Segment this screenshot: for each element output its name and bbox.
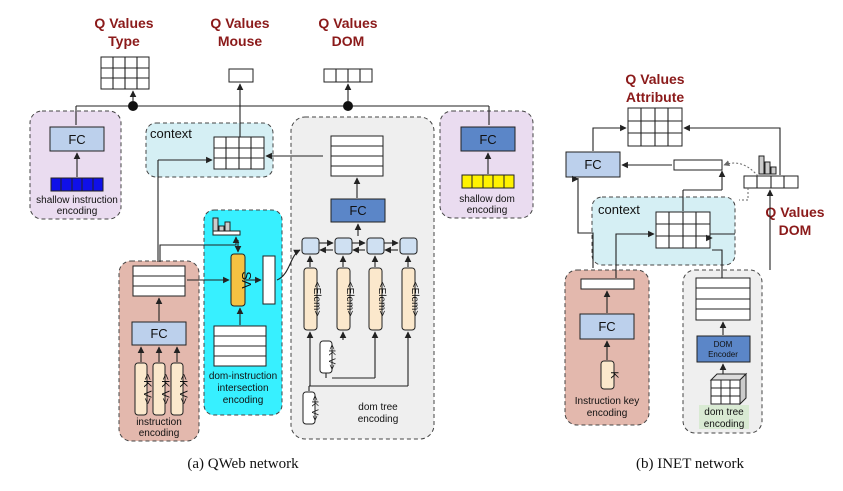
inet-k-label: K: [608, 371, 620, 379]
shallow-dom-label-line2: encoding: [467, 205, 508, 216]
inet-fc-label: FC: [584, 157, 601, 172]
dom-fc-label: FC: [349, 203, 366, 218]
inet-dom-encoder-label-line1: DOM: [714, 340, 733, 349]
inet-dom-encoder-label-line2: Encoder: [708, 350, 738, 359]
inet-instruction-output: [580, 278, 635, 290]
shallow-instruction-label-line1: shallow instruction: [36, 195, 118, 206]
shallow-instruction-fc-label: FC: [68, 132, 85, 147]
q-values-mouse-title-line1: Q Values: [210, 15, 269, 31]
q-values-dom-title-line1: Q Values: [318, 15, 377, 31]
instruction-token-2: <K V>: [159, 374, 171, 405]
shallow-instruction-fc: [49, 126, 105, 152]
instruction-token-1: <K V>: [141, 374, 153, 405]
inet-dom-histogram: [743, 155, 799, 189]
instruction-encoding-label-line2: encoding: [139, 428, 180, 439]
shallow-dom-label-line1: shallow dom: [459, 194, 515, 205]
inet-dom-tree-label-bg: [699, 405, 749, 429]
intersection-stack-grid: [213, 325, 267, 367]
shallow-instruction-vector: [50, 177, 104, 192]
q-values-dom-inet-line1: Q Values: [765, 204, 824, 220]
sa-output-box: [262, 255, 276, 305]
inet-dom-stack-grid: [695, 277, 751, 321]
q-values-mouse-title-line2: Mouse: [218, 33, 263, 49]
elem-label-1: <Elem>: [311, 282, 322, 317]
context-grid: [213, 136, 265, 170]
dom-tree-label-line2: encoding: [358, 414, 399, 425]
intersection-label-line3: encoding: [223, 395, 264, 406]
instruction-stack-grid: [132, 265, 186, 297]
elem-label-3: <Elem>: [376, 282, 387, 317]
merge-node-type: [128, 101, 138, 111]
attention-histogram: [212, 217, 241, 236]
dom-tree-label-line1: dom tree: [358, 402, 398, 413]
elem-label-2: <Elem>: [344, 282, 355, 317]
instruction-tokens: [134, 362, 184, 416]
q-values-type-title-line1: Q Values: [94, 15, 153, 31]
inet-attention-vector: [673, 159, 723, 171]
inet-context-grid: [655, 211, 711, 249]
q-values-attribute-title-line1: Q Values: [625, 71, 684, 87]
intersection-label-line1: dom-instruction: [209, 371, 277, 382]
inet-dom-tree-label-line1: dom tree: [704, 407, 744, 418]
instruction-fc-label: FC: [150, 326, 167, 341]
inet-instruction-fc: [579, 313, 635, 340]
lstm-chain: [301, 237, 418, 255]
shallow-dom-fc-label: FC: [479, 132, 496, 147]
dom-kv-label-2: <K V>: [310, 395, 320, 420]
inet-dom-tree-cube: [709, 372, 748, 406]
q-mouse-output-box: [228, 68, 254, 83]
q-values-dom-title-line2: DOM: [332, 33, 365, 49]
inet-instruction-fc-label: FC: [598, 319, 615, 334]
shallow-instruction-label-line2: encoding: [57, 206, 98, 217]
q-values-attribute-title-line2: Attribute: [626, 89, 685, 105]
q-attribute-grid: [627, 107, 683, 147]
merge-node-dom: [343, 101, 353, 111]
instruction-encoding-label-line1: instruction: [136, 417, 182, 428]
instruction-fc: [131, 321, 187, 346]
inet-context-label: context: [598, 202, 640, 217]
shallow-dom-fc: [460, 126, 516, 152]
inet-k-token: [600, 360, 615, 390]
instruction-token-3: <K V>: [177, 374, 189, 405]
inet-instruction-key-label-line1: Instruction key: [575, 396, 639, 407]
q-type-output-grid: [100, 56, 150, 90]
inet-dom-encoder: [696, 335, 751, 363]
dom-kv-label-1: <K V>: [327, 344, 337, 369]
elem-boxes: [303, 267, 416, 331]
inet-dom-tree-label-line2: encoding: [704, 419, 745, 430]
caption-qweb: (a) QWeb network: [187, 456, 299, 472]
sa-block: [230, 253, 246, 307]
inet-fc: [565, 151, 621, 178]
dom-fc: [330, 198, 386, 223]
q-values-type-title-line2: Type: [108, 33, 140, 49]
inet-instruction-key-label-line2: encoding: [587, 408, 628, 419]
q-values-dom-inet-line2: DOM: [779, 222, 812, 238]
dom-kv-box-2: [302, 391, 316, 425]
context-label: context: [150, 126, 192, 141]
intersection-label-line2: intersection: [217, 383, 268, 394]
q-dom-output-row: [323, 68, 373, 83]
dom-stack-grid: [330, 135, 384, 177]
shallow-dom-vector: [461, 174, 515, 189]
caption-inet: (b) INET network: [636, 456, 745, 472]
elem-label-4: <Elem>: [409, 282, 420, 317]
